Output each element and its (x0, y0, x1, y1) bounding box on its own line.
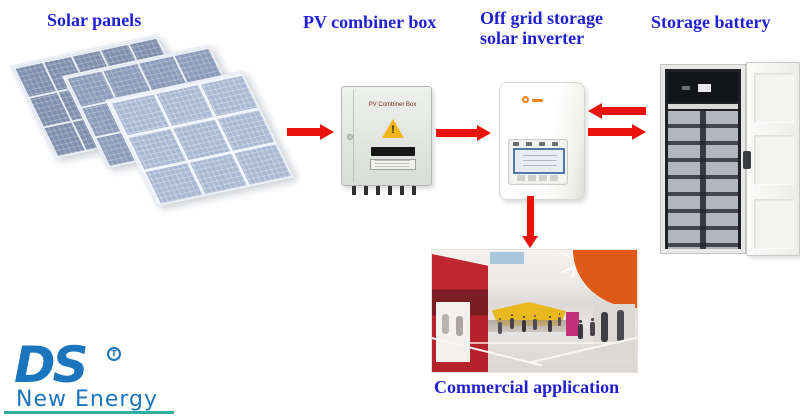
logo-underline (4, 411, 174, 414)
person-silhouette (558, 313, 561, 326)
inverter-buttons (517, 175, 561, 181)
label-inverter: Off grid storage solar inverter (480, 8, 603, 48)
arrow-right-icon (436, 129, 477, 137)
label-pv-combiner-box: PV combiner box (303, 12, 437, 32)
pv-combiner-box-image: PV Combiner Box ! (341, 86, 432, 186)
logo-trademark-icon: T (107, 347, 121, 361)
arrow-right-icon (287, 128, 320, 136)
combiner-terminals (352, 186, 422, 195)
label-inverter-line2: solar inverter (480, 28, 585, 48)
inverter-brand-mark (522, 96, 529, 103)
mall-kiosk (566, 312, 579, 336)
commercial-application-image (432, 250, 637, 372)
inverter-image (499, 82, 585, 200)
combiner-black-label (371, 147, 415, 156)
inverter-lcd-screen (513, 148, 565, 174)
battery-cabinet-body (660, 64, 746, 254)
arrow-left-icon (588, 103, 602, 119)
person-silhouette (522, 316, 526, 332)
mannequin-figure (601, 312, 608, 342)
mall-left-storefront (432, 254, 488, 372)
combiner-spec-label (370, 159, 416, 170)
inverter-indicator-strip (513, 142, 565, 146)
arrow-down-icon (522, 236, 538, 248)
arrow-right-icon (588, 128, 632, 136)
mall-right-window (593, 304, 635, 360)
person-silhouette (578, 320, 583, 339)
label-commercial-application: Commercial application (434, 377, 620, 397)
person-silhouette (548, 316, 552, 332)
mannequin-figure (456, 316, 463, 336)
inverter-brand-mark (532, 99, 543, 102)
mall-floor-line (462, 342, 612, 344)
arrow-left-icon (602, 107, 646, 115)
battery-cabinet-door (743, 62, 800, 256)
mall-skylight (490, 252, 524, 264)
arrow-right-icon (320, 124, 334, 140)
logo-subtitle: New Energy (16, 387, 158, 412)
mannequin-figure (617, 310, 624, 342)
label-storage-battery: Storage battery (651, 12, 771, 32)
arrow-down-icon (527, 196, 534, 236)
person-silhouette (510, 314, 514, 329)
storage-battery-image (660, 62, 800, 256)
label-solar-panels: Solar panels (47, 10, 142, 30)
person-silhouette (590, 318, 595, 336)
combiner-device-title: PV Combiner Box (368, 102, 417, 108)
combiner-hinge-line (353, 90, 354, 182)
combiner-screw (347, 134, 353, 140)
logo-ds-text: DS (14, 336, 88, 394)
battery-display (698, 84, 711, 92)
mannequin-figure (442, 314, 449, 334)
door-panel (754, 199, 794, 249)
battery-led (682, 86, 690, 90)
warning-exclamation-icon: ! (391, 124, 395, 136)
inverter-display-panel (508, 139, 568, 185)
mall-left-window (436, 302, 470, 362)
battery-shelf (668, 104, 738, 109)
door-panel (754, 135, 794, 185)
label-inverter-line1: Off grid storage (480, 8, 603, 28)
person-silhouette (533, 315, 537, 330)
arrow-right-icon (632, 124, 646, 140)
door-handle (743, 151, 751, 169)
warning-triangle-icon (382, 119, 404, 138)
person-silhouette (498, 318, 502, 334)
battery-modules (668, 111, 738, 249)
door-panel (754, 73, 794, 123)
battery-control-panel (668, 72, 738, 102)
mall-right-storefront (573, 250, 637, 308)
arrow-right-icon (477, 125, 491, 141)
